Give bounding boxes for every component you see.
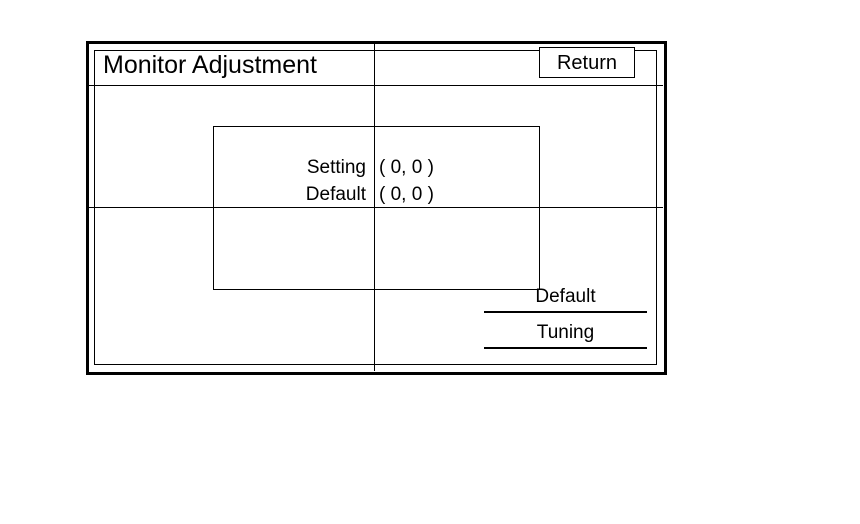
return-button[interactable]: Return [539,47,635,78]
header-divider-line [88,85,663,86]
adjustment-area[interactable] [213,126,540,290]
page-title: Monitor Adjustment [103,51,317,79]
default-value: ( 0, 0 ) [379,184,434,205]
setting-label: Setting [306,157,366,178]
horizontal-crosshair-line [88,207,663,208]
default-label: Default [305,184,366,205]
default-button[interactable]: Default [484,283,647,313]
tuning-button[interactable]: Tuning [484,319,647,349]
setting-value: ( 0, 0 ) [379,157,434,178]
outer-frame [86,41,667,375]
